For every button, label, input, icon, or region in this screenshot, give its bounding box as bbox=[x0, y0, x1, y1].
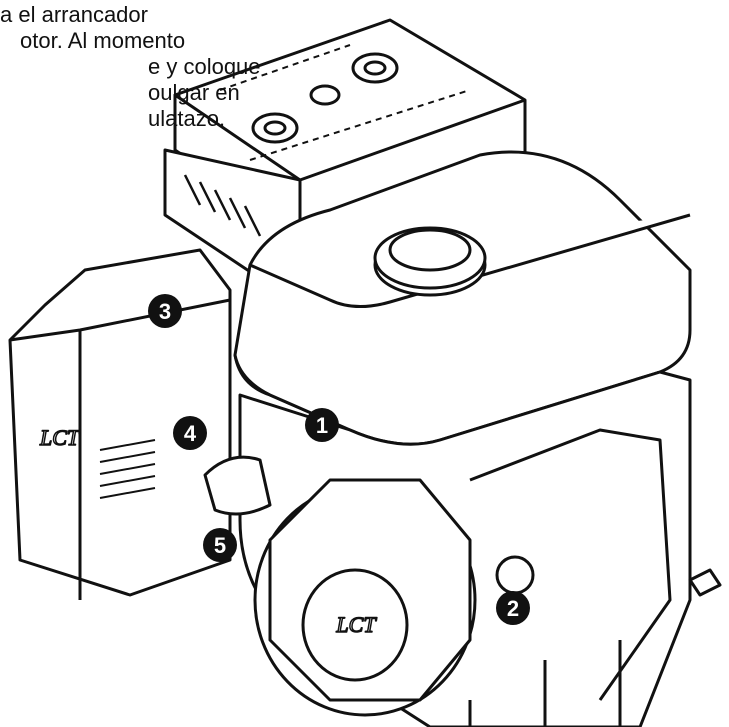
fuel-tank bbox=[233, 150, 692, 446]
callout-1: 1 bbox=[305, 408, 339, 442]
side-shroud: LCT bbox=[8, 248, 232, 600]
instruction-line: a el arrancador bbox=[0, 2, 148, 27]
instruction-line: oulgar en bbox=[148, 80, 240, 105]
choke-lever bbox=[203, 455, 272, 516]
instruction-line: ulatazo. bbox=[148, 106, 226, 131]
recoil-starter: LCT bbox=[253, 478, 477, 717]
starter-logo-text: LCT bbox=[335, 612, 377, 637]
callout-5: 5 bbox=[203, 528, 237, 562]
instruction-line: otor. Al momento bbox=[20, 28, 186, 53]
callout-label: 5 bbox=[214, 533, 226, 558]
air-filter-cover bbox=[163, 18, 527, 277]
callout-label: 2 bbox=[507, 596, 519, 621]
callout-2: 2 bbox=[496, 591, 530, 625]
callout-3: 3 bbox=[148, 294, 182, 328]
instruction-line: e y coloque bbox=[148, 54, 261, 79]
callout-label: 3 bbox=[159, 299, 171, 324]
callout-4: 4 bbox=[173, 416, 207, 450]
instruction-text: a el arrancador otor. Al momento e y col… bbox=[0, 2, 261, 132]
callout-label: 4 bbox=[184, 421, 197, 446]
shroud-logo-text: LCT bbox=[39, 425, 81, 450]
callout-label: 1 bbox=[316, 413, 328, 438]
